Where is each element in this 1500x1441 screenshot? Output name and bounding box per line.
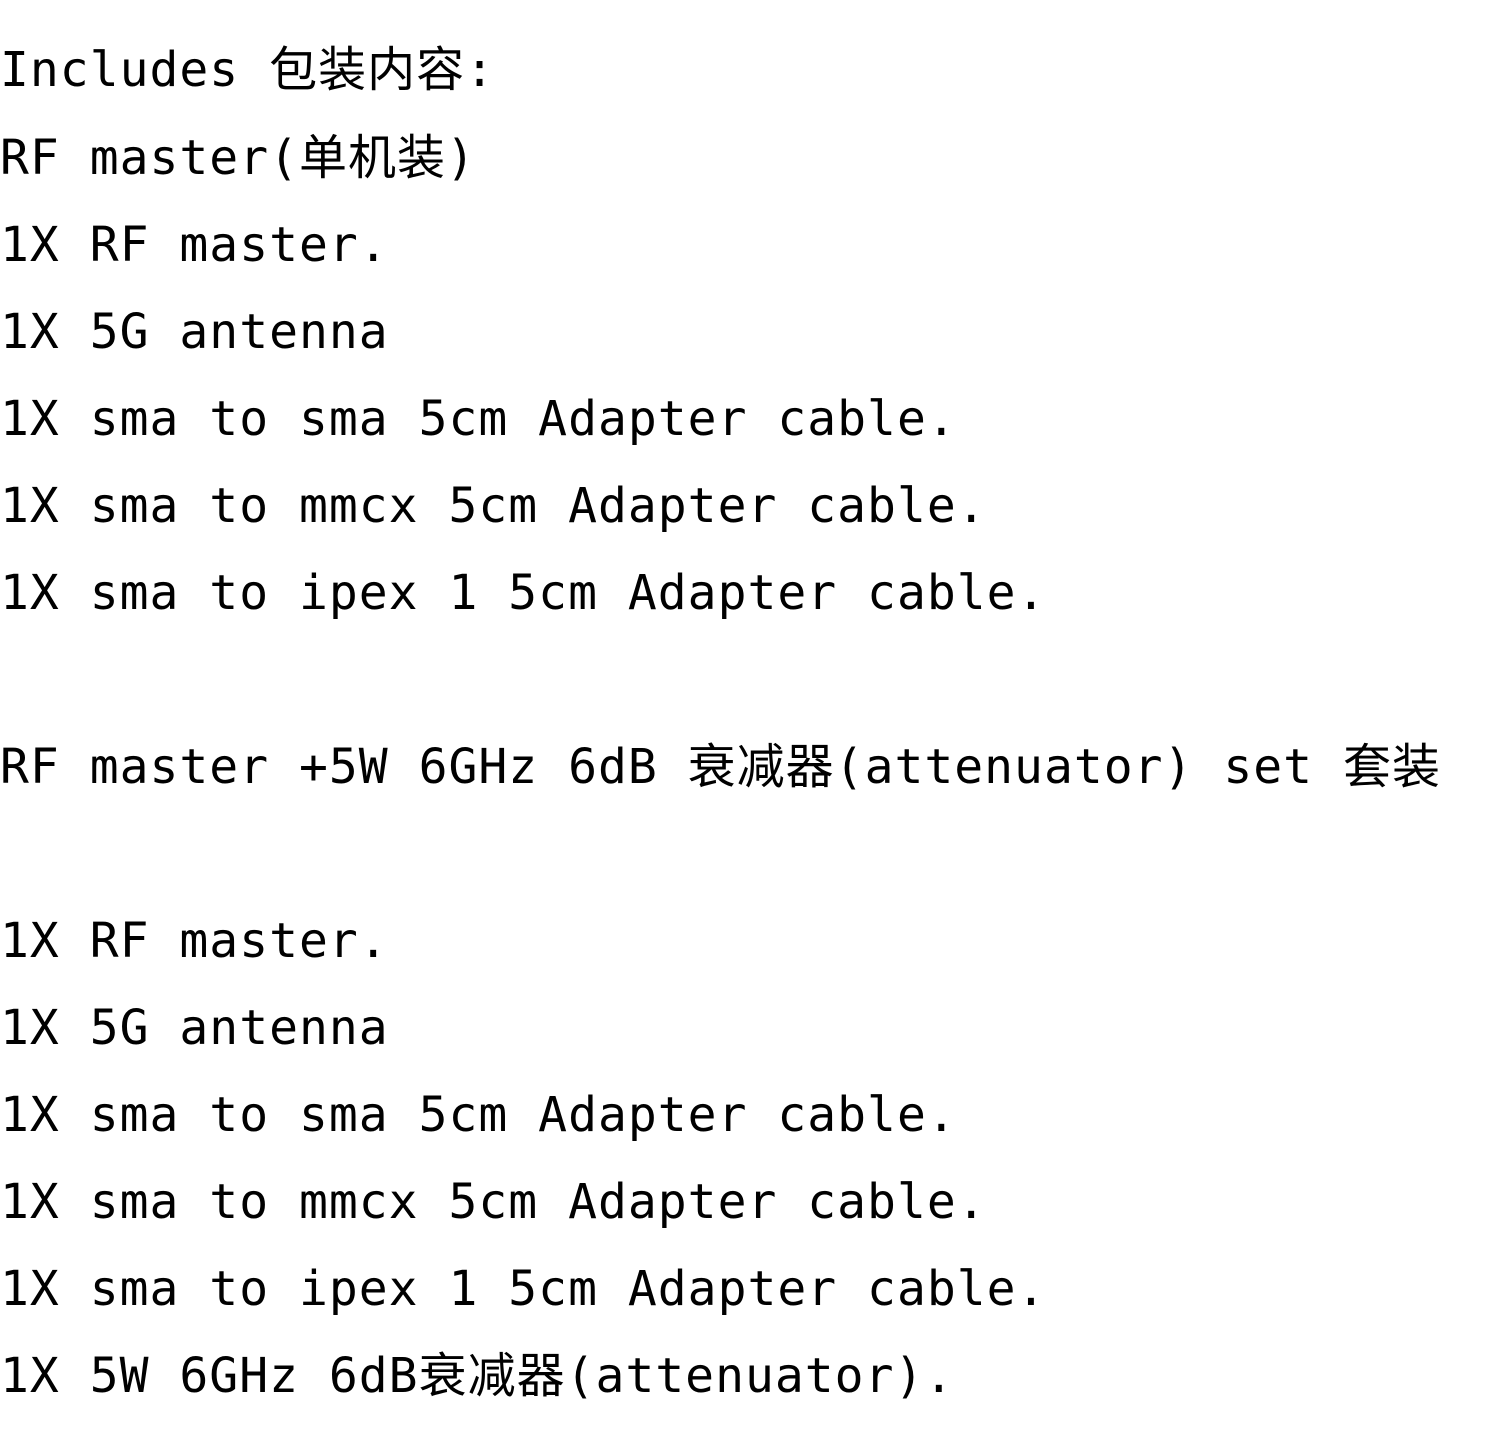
attenuator-set-item-sma-ipex-cable: 1X sma to ipex 1 5cm Adapter cable. bbox=[0, 1261, 1047, 1317]
includes-heading: Includes 包装内容: bbox=[0, 42, 495, 98]
single-set-title: RF master(单机装) bbox=[0, 130, 476, 186]
single-set-item-sma-sma-cable: 1X sma to sma 5cm Adapter cable. bbox=[0, 391, 957, 447]
attenuator-set-item-antenna: 1X 5G antenna bbox=[0, 1000, 389, 1056]
attenuator-set-item-rf-master: 1X RF master. bbox=[0, 913, 389, 969]
attenuator-set-item-sma-sma-cable: 1X sma to sma 5cm Adapter cable. bbox=[0, 1087, 957, 1143]
single-set-item-sma-ipex-cable: 1X sma to ipex 1 5cm Adapter cable. bbox=[0, 565, 1047, 621]
single-set-item-antenna: 1X 5G antenna bbox=[0, 304, 389, 360]
single-set-item-sma-mmcx-cable: 1X sma to mmcx 5cm Adapter cable. bbox=[0, 478, 987, 534]
attenuator-set-item-sma-mmcx-cable: 1X sma to mmcx 5cm Adapter cable. bbox=[0, 1174, 987, 1230]
single-set-item-rf-master: 1X RF master. bbox=[0, 217, 389, 273]
attenuator-set-title: RF master +5W 6GHz 6dB 衰减器(attenuator) s… bbox=[0, 739, 1441, 795]
attenuator-set-item-attenuator: 1X 5W 6GHz 6dB衰减器(attenuator). bbox=[0, 1348, 955, 1404]
